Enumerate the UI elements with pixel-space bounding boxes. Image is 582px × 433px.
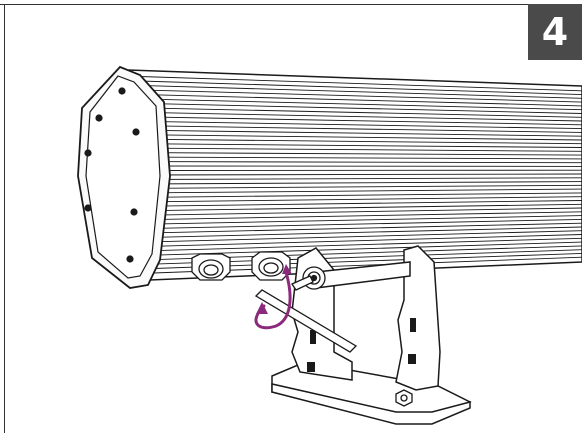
fin-line xyxy=(139,192,582,198)
mounting-bracket xyxy=(271,245,472,425)
fin-line xyxy=(139,230,582,243)
fin-line xyxy=(139,143,582,148)
cable-gland-right xyxy=(251,251,291,281)
fin-line xyxy=(139,234,582,248)
fin-line xyxy=(139,125,582,133)
fin-line xyxy=(139,134,582,141)
cap-screw-5 xyxy=(130,208,138,216)
fin-line xyxy=(139,207,582,216)
cap-screw-3 xyxy=(84,149,92,157)
fin-line xyxy=(139,218,582,230)
fin-line xyxy=(139,138,582,145)
fin-line xyxy=(139,111,582,122)
fin-line xyxy=(139,188,582,194)
fin-line xyxy=(139,226,582,239)
fin-line xyxy=(139,152,582,156)
fin-line xyxy=(139,177,582,180)
fin-line xyxy=(139,107,582,118)
fin-line xyxy=(139,116,582,126)
cooling-fins xyxy=(139,76,582,274)
fin-line xyxy=(139,129,582,137)
fin-line xyxy=(139,80,582,96)
fin-line xyxy=(139,120,582,130)
fin-line xyxy=(139,211,582,221)
end-cap-inner xyxy=(85,75,161,279)
fin-line xyxy=(139,93,582,107)
bracket-arm-right xyxy=(395,245,441,391)
fin-line xyxy=(139,98,582,111)
rotation-arrow-icon xyxy=(254,264,292,330)
fin-line xyxy=(139,156,582,160)
fin-line xyxy=(139,200,582,207)
fin-line xyxy=(139,161,582,164)
bracket-bolt xyxy=(395,389,413,407)
fin-line xyxy=(139,184,582,189)
fin-line xyxy=(139,237,582,252)
cap-screw-4 xyxy=(84,204,92,212)
fin-line xyxy=(139,89,582,103)
cap-screw-2 xyxy=(95,114,103,122)
fin-line xyxy=(139,203,582,212)
cap-screw-6 xyxy=(132,128,140,136)
fixture-body xyxy=(127,69,582,281)
fin-line xyxy=(139,102,582,114)
fin-line xyxy=(139,215,582,225)
cable-gland-left xyxy=(191,253,231,281)
fin-line xyxy=(139,222,582,234)
hex-key-icon xyxy=(254,275,358,353)
fin-line xyxy=(139,173,582,176)
step-number-badge: 4 xyxy=(528,4,582,60)
fin-line xyxy=(139,147,582,152)
cap-screw-7 xyxy=(126,255,134,263)
fin-line xyxy=(139,76,582,92)
bracket-slots xyxy=(307,318,416,372)
fin-line xyxy=(139,84,582,99)
fin-line xyxy=(139,181,582,185)
end-cap xyxy=(77,65,171,289)
fin-line xyxy=(139,196,582,203)
cap-screw-1 xyxy=(118,87,126,95)
